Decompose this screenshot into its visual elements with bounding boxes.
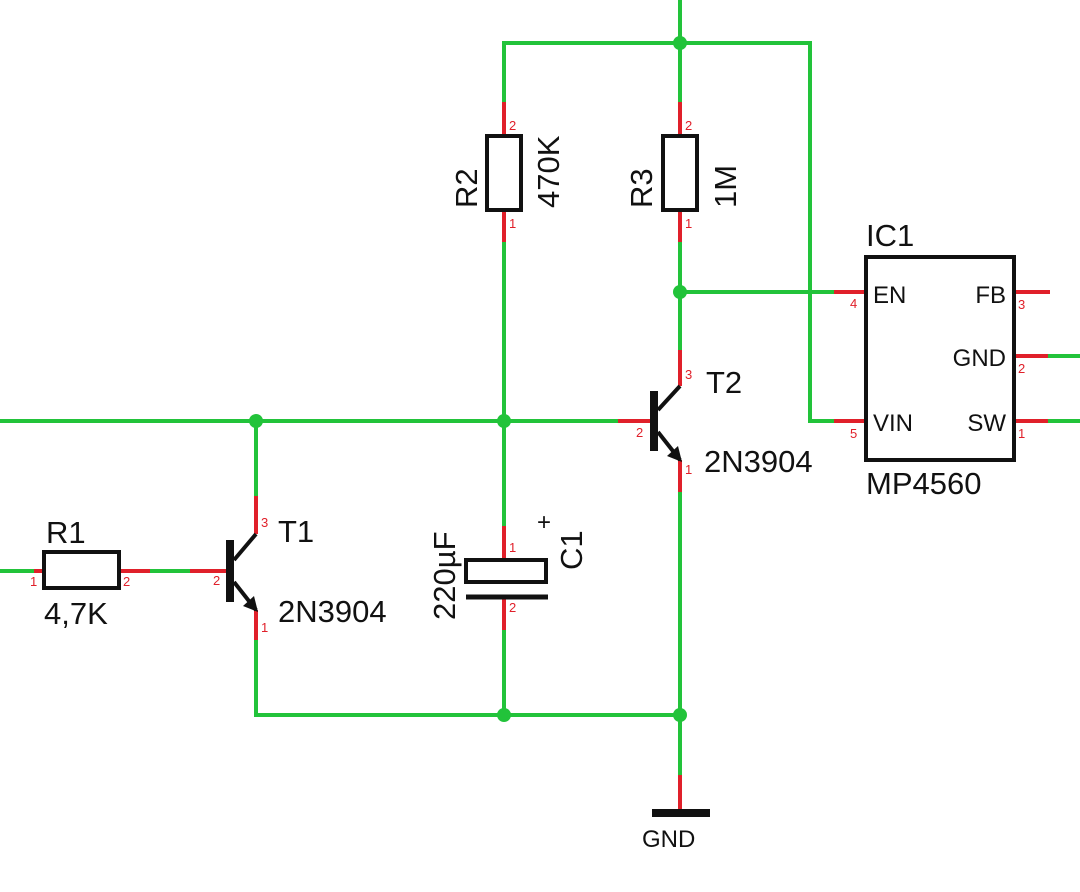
c1-pin2-number: 2 bbox=[509, 600, 516, 615]
ic1-en-label: EN bbox=[873, 282, 906, 309]
r2-body bbox=[485, 134, 523, 212]
c1-polarity-mark: + bbox=[537, 509, 551, 536]
t1-value: 2N3904 bbox=[278, 594, 387, 629]
ic1-sw-pin-number: 1 bbox=[1018, 426, 1025, 441]
resistor-r1[interactable]: 1 2 R1 4,7K bbox=[30, 515, 150, 631]
r2-name: R2 bbox=[449, 168, 484, 208]
transistor-t1[interactable]: 3 2 1 T1 2N3904 bbox=[190, 496, 387, 640]
r2-pin1-number: 1 bbox=[509, 216, 516, 231]
ground-symbol[interactable]: GND bbox=[642, 775, 710, 853]
junctions bbox=[249, 36, 687, 722]
wire-top-bus bbox=[502, 41, 836, 423]
r1-pin1-number: 1 bbox=[30, 574, 37, 589]
t1-collector-leg bbox=[232, 532, 258, 562]
ic1-fb-label: FB bbox=[975, 282, 1006, 309]
c1-positive-plate bbox=[464, 558, 548, 584]
ic1-vin-label: VIN bbox=[873, 410, 913, 437]
ic1-sw-label: SW bbox=[967, 410, 1006, 437]
r2-value: 470K bbox=[531, 135, 566, 208]
junction-top bbox=[673, 36, 687, 50]
r1-name: R1 bbox=[46, 515, 86, 550]
r3-pin1-number: 1 bbox=[685, 216, 692, 231]
junction-r2 bbox=[497, 414, 511, 428]
t1-pin3-number: 3 bbox=[261, 515, 268, 530]
ic1-value: MP4560 bbox=[866, 466, 981, 501]
t1-base-bar bbox=[226, 540, 234, 602]
ic1-name: IC1 bbox=[866, 218, 914, 253]
r3-name: R3 bbox=[624, 168, 659, 208]
r2-pin2-number: 2 bbox=[509, 118, 516, 133]
ic-ic1[interactable]: IC1 MP4560 EN VIN FB GND SW 4 5 3 2 1 bbox=[834, 218, 1050, 501]
r3-pin2-number: 2 bbox=[685, 118, 692, 133]
ic1-en-pin-number: 4 bbox=[850, 296, 857, 311]
t2-value: 2N3904 bbox=[704, 444, 813, 479]
junction-c1-gnd bbox=[497, 708, 511, 722]
t1-name: T1 bbox=[278, 514, 314, 549]
ic1-gnd-label: GND bbox=[953, 345, 1006, 372]
t1-pin2-number: 2 bbox=[213, 573, 220, 588]
ic1-gnd-pin-number: 2 bbox=[1018, 361, 1025, 376]
c1-value: 220µF bbox=[427, 531, 462, 620]
capacitor-c1[interactable]: 1 2 220µF C1 + bbox=[427, 509, 589, 630]
r1-body bbox=[42, 550, 121, 590]
t2-base-bar bbox=[650, 391, 658, 451]
r3-body bbox=[661, 134, 699, 212]
c1-name: C1 bbox=[554, 530, 589, 570]
transistor-t2[interactable]: 3 2 1 T2 2N3904 bbox=[618, 350, 813, 492]
r1-value: 4,7K bbox=[44, 596, 108, 631]
wires bbox=[0, 0, 1080, 777]
gnd-label: GND bbox=[642, 826, 695, 853]
t1-pin1-number: 1 bbox=[261, 620, 268, 635]
ic1-fb-pin-number: 3 bbox=[1018, 297, 1025, 312]
c1-pin1-number: 1 bbox=[509, 540, 516, 555]
junction-en bbox=[673, 285, 687, 299]
r1-pin2-number: 2 bbox=[123, 574, 130, 589]
resistor-r3[interactable]: 2 1 R3 1M bbox=[624, 102, 743, 242]
t2-name: T2 bbox=[706, 365, 742, 400]
t1-emitter-arrow bbox=[243, 596, 258, 612]
wire-ground-bus bbox=[254, 638, 682, 717]
t2-collector-leg bbox=[656, 384, 682, 412]
t2-pin2-number: 2 bbox=[636, 425, 643, 440]
t2-emitter-arrow bbox=[667, 446, 682, 462]
t2-pin3-number: 3 bbox=[685, 367, 692, 382]
resistor-r2[interactable]: 2 1 R2 470K bbox=[449, 102, 566, 242]
ic1-body bbox=[864, 255, 1016, 462]
junction-gnd bbox=[673, 708, 687, 722]
t2-pin1-number: 1 bbox=[685, 462, 692, 477]
r3-value: 1M bbox=[708, 165, 743, 208]
ic1-vin-pin-number: 5 bbox=[850, 426, 857, 441]
junction-t1 bbox=[249, 414, 263, 428]
